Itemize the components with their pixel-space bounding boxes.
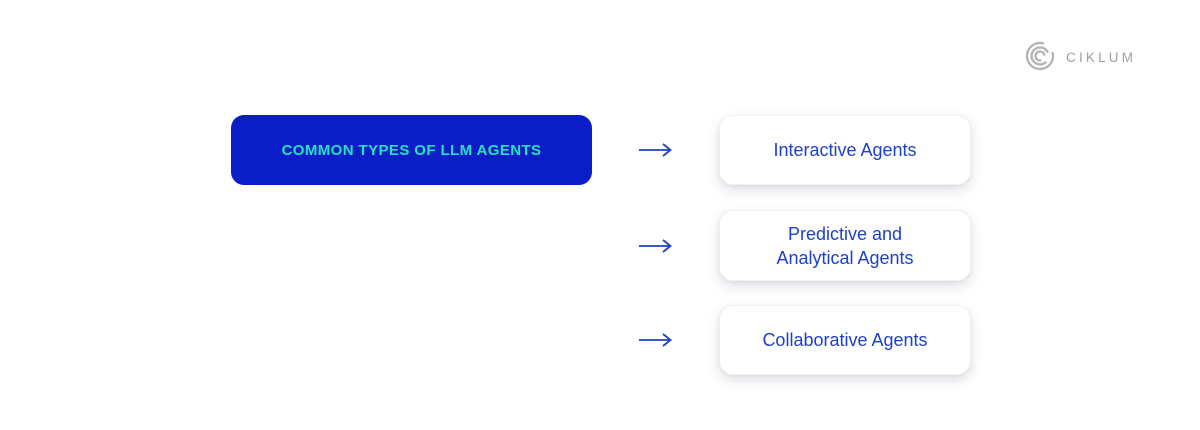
flow-row-collaborative: Collaborative Agents — [638, 305, 971, 375]
agent-card-collaborative: Collaborative Agents — [719, 305, 971, 375]
agent-card-label-line1: Collaborative Agents — [762, 330, 928, 350]
agent-card-label: Predictive and Analytical Agents — [776, 222, 913, 270]
brand-logo: CIKLUM — [1024, 40, 1136, 72]
right-arrow-icon — [639, 143, 672, 157]
agent-card-predictive: Predictive and Analytical Agents — [719, 210, 971, 281]
agent-card-label-line1: Predictive and — [787, 223, 903, 244]
source-box: COMMON TYPES OF LLM AGENTS — [231, 115, 592, 185]
flow-row-interactive: Interactive Agents — [638, 115, 971, 185]
flow-row-predictive: Predictive and Analytical Agents — [638, 210, 971, 281]
brand-name: CIKLUM — [1066, 49, 1137, 65]
source-box-label: COMMON TYPES OF LLM AGENTS — [281, 141, 542, 159]
agent-card-label: Interactive Agents — [773, 138, 916, 162]
agent-card-interactive: Interactive Agents — [719, 115, 971, 185]
right-arrow-icon — [639, 238, 672, 253]
agent-card-label-line1: Interactive Agents — [773, 140, 917, 160]
agent-card-label: Collaborative Agents — [762, 328, 927, 352]
right-arrow-icon — [639, 333, 672, 347]
agent-card-label-line2: Analytical Agents — [776, 247, 914, 268]
ciklum-arcs-icon — [1025, 41, 1055, 71]
